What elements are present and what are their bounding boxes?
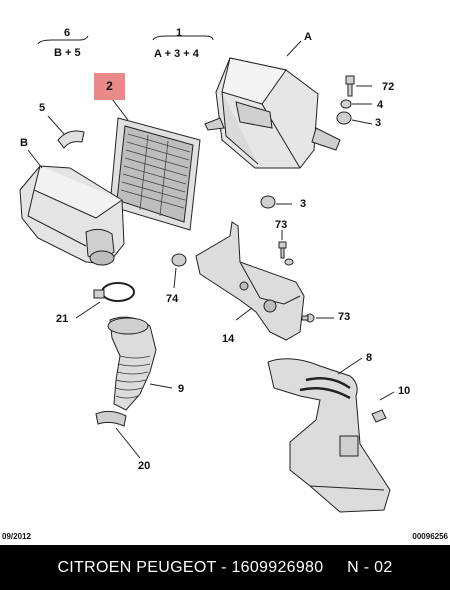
date-code: 09/2012 [2,532,31,541]
group-1-label: 1 [176,27,183,39]
air-duct-8 [267,358,391,513]
group-1-formula: A + 3 + 4 [154,48,199,60]
part-9-label: 9 [178,383,185,395]
grommet-74 [171,253,187,267]
parts-diagram: 2 6 B + 5 1 A + 3 + 4 A 5 B 72 4 3 3 73 … [2,27,448,541]
part-20-label: 20 [138,460,151,472]
screw-73-lower [301,313,315,323]
part-A-label: A [304,31,312,43]
part-73-label-lower: 73 [338,311,351,323]
caption-bar: CITROEN PEUGEOT - 1609926980 N - 02 [0,545,450,590]
group-6-label: 6 [64,27,71,39]
air-filter-element [109,117,201,231]
highlighted-part-2-badge: 2 [94,73,125,100]
part-14-label: 14 [222,333,235,345]
reference-code: 00096256 [412,532,448,541]
part-21-label: 21 [56,313,69,325]
grommet-3 [260,195,276,209]
fastener-10 [371,409,387,423]
clamp-20 [95,410,127,427]
screw-73-upper [278,241,294,266]
part-5-label: 5 [39,102,46,114]
part-2-label: 2 [106,79,113,93]
group-6-formula: B + 5 [54,47,81,59]
airbox-lower-housing [204,57,341,169]
caption-text: CITROEN PEUGEOT - 1609926980 N - 02 [57,558,393,576]
part-72-label: 72 [382,81,395,93]
part-B-label: B [20,137,28,149]
fasteners-72-4-3 [336,75,355,125]
bracket-14 [195,221,305,341]
part-3-label-upper: 3 [375,117,382,129]
part-73-label-upper: 73 [275,219,288,231]
part-8-label: 8 [366,352,373,364]
part-74-label: 74 [166,293,179,305]
airbox-cover [19,165,125,266]
intake-hose-9 [107,316,157,411]
part-10-label: 10 [398,385,411,397]
clip-part-5 [57,130,85,149]
parts-drawing [19,35,395,513]
clamp-21 [93,282,135,302]
part-4-label: 4 [377,99,384,111]
part-3-label-lower: 3 [300,198,307,210]
